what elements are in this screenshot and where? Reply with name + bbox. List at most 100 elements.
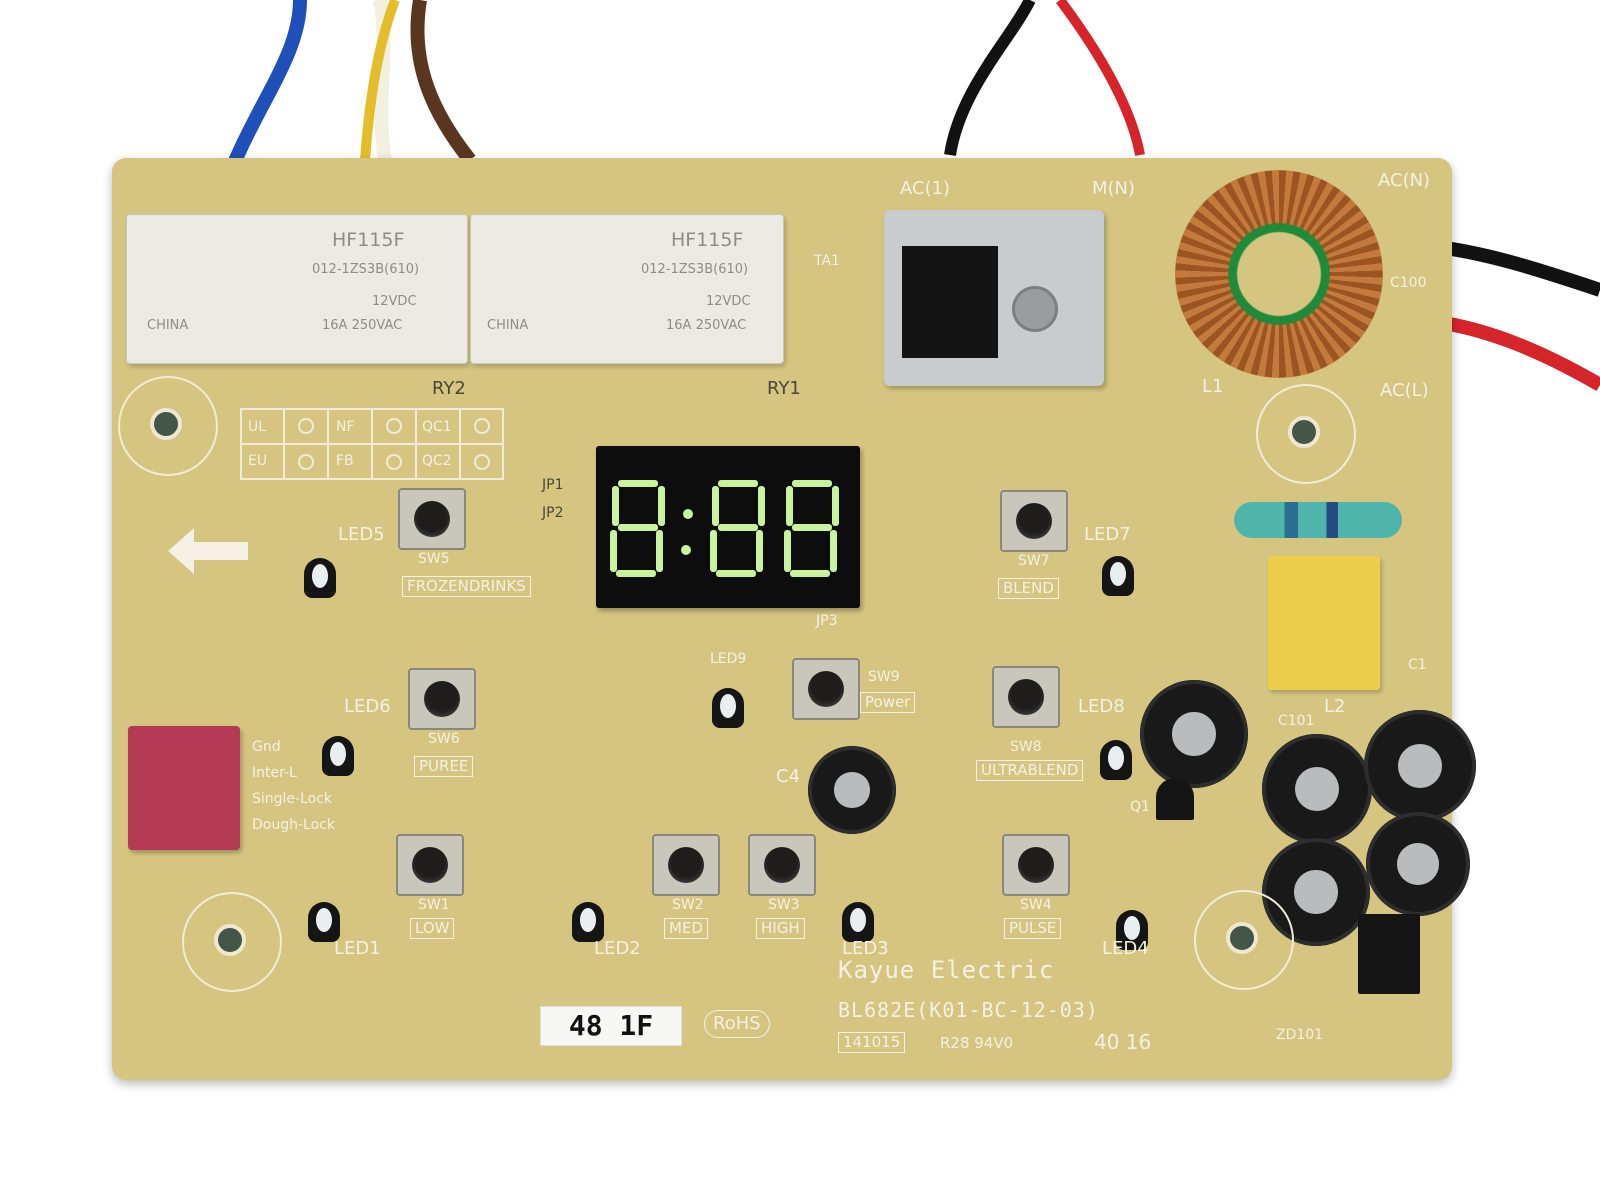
- designator-jp2: JP2: [542, 505, 564, 521]
- config-qc2: QC2: [422, 453, 452, 469]
- sw6-button[interactable]: [408, 668, 476, 730]
- connector-pin-single: Single-Lock: [252, 791, 333, 807]
- sw1-button[interactable]: [396, 834, 464, 896]
- designator-c4: C4: [776, 766, 801, 787]
- designator-ac1: AC(1): [900, 178, 951, 199]
- mount-hole-ring-bl: [182, 892, 282, 992]
- capacitor-c4: [808, 746, 896, 834]
- mount-hole-br: [1226, 922, 1258, 954]
- mount-hole-bl: [214, 924, 246, 956]
- designator-l2: L2: [1324, 696, 1346, 717]
- transistor-q1: [1156, 778, 1194, 820]
- designator-acl: AC(L): [1380, 380, 1429, 401]
- arrow-left-icon: [168, 528, 248, 574]
- relay-rating: 16A 250VAC: [322, 318, 403, 333]
- toroid-inductor: [1175, 170, 1383, 378]
- config-qc1: QC1: [422, 419, 452, 435]
- connector-pin-dough: Dough-Lock: [252, 817, 335, 833]
- sw2-ref: SW2: [672, 897, 704, 913]
- rohs-mark: RoHS: [704, 1010, 770, 1038]
- config-table-grid: [240, 408, 504, 480]
- mount-hole-ring-br: [1194, 890, 1294, 990]
- circuit-board: HF115F 012-1ZS3B(610) 12VDC 16A 250VAC C…: [112, 158, 1476, 1080]
- triac: [902, 246, 998, 358]
- sw6-ref: SW6: [428, 731, 460, 747]
- designator-mn: M(N): [1092, 178, 1136, 199]
- led6-label: LED6: [344, 696, 391, 717]
- ic-chip: [1358, 914, 1420, 994]
- stamp-code: 40 16: [1094, 1030, 1152, 1054]
- relay-coil: 12VDC: [372, 294, 417, 309]
- resistor: [1234, 502, 1402, 538]
- display-digits: [610, 480, 839, 577]
- sw8-label: ULTRABLEND: [976, 760, 1084, 781]
- sw7-label: BLEND: [998, 578, 1059, 599]
- sw4-label: PULSE: [1004, 918, 1062, 939]
- sw9-label: Power: [860, 692, 916, 713]
- sw4-button[interactable]: [1002, 834, 1070, 896]
- led6: [322, 736, 354, 776]
- sw4-ref: SW4: [1020, 897, 1052, 913]
- designator-ry1: RY1: [767, 378, 801, 399]
- designator-ry2: RY2: [432, 378, 466, 399]
- relay-origin: CHINA: [147, 318, 189, 333]
- sw7-button[interactable]: [1000, 490, 1068, 552]
- led2-label: LED2: [594, 938, 641, 959]
- led7-label: LED7: [1084, 524, 1131, 545]
- config-fb: FB: [336, 453, 354, 469]
- capacitor-large-5: [1366, 812, 1470, 916]
- seven-segment-display: [596, 446, 860, 608]
- x-capacitor: [1268, 556, 1380, 690]
- relay-coil: 12VDC: [706, 294, 751, 309]
- designator-c100: C100: [1390, 275, 1427, 291]
- capacitor-large-2: [1262, 734, 1372, 844]
- sw5-button[interactable]: [398, 488, 466, 550]
- relay-ry2: HF115F 012-1ZS3B(610) 12VDC 16A 250VAC C…: [126, 214, 468, 364]
- led8-label: LED8: [1078, 696, 1125, 717]
- relay-part: 012-1ZS3B(610): [312, 262, 420, 277]
- sw2-button[interactable]: [652, 834, 720, 896]
- handwritten-tag: 48 1F: [540, 1006, 682, 1046]
- led5: [304, 558, 336, 598]
- relay-rating: 16A 250VAC: [666, 318, 747, 333]
- capacitor-large-3: [1364, 710, 1476, 822]
- led9: [712, 688, 744, 728]
- mount-hole-ring-tr: [1256, 384, 1356, 484]
- sw9-button[interactable]: [792, 658, 860, 720]
- designator-acn: AC(N): [1378, 170, 1431, 191]
- led1: [308, 902, 340, 942]
- date-code: 141015: [838, 1032, 906, 1053]
- sw7-ref: SW7: [1018, 553, 1050, 569]
- designator-l1: L1: [1202, 376, 1224, 397]
- designator-jp3: JP3: [816, 613, 838, 629]
- connector-pin-gnd: Gnd: [252, 739, 281, 755]
- relay-origin: CHINA: [487, 318, 529, 333]
- led8: [1100, 740, 1132, 780]
- led3: [842, 902, 874, 942]
- mount-hole-ring-tl: [118, 376, 218, 476]
- sw8-button[interactable]: [992, 666, 1060, 728]
- sw3-button[interactable]: [748, 834, 816, 896]
- capacitor-large-1: [1140, 680, 1248, 788]
- relay-brand: HF115F: [332, 229, 405, 251]
- designator-jp1: JP1: [542, 477, 564, 493]
- relay-ry1: HF115F 012-1ZS3B(610) 12VDC 16A 250VAC C…: [470, 214, 784, 364]
- led7: [1102, 556, 1134, 596]
- manufacturer-name: Kayue Electric: [838, 956, 1055, 984]
- heatsink-bolt-icon: [1012, 286, 1058, 332]
- led9-label: LED9: [710, 651, 747, 667]
- led5-label: LED5: [338, 524, 385, 545]
- designator-q1: Q1: [1130, 799, 1150, 815]
- sw5-ref: SW5: [418, 551, 450, 567]
- pink-connector: [128, 726, 240, 850]
- mount-hole-tr: [1288, 416, 1320, 448]
- relay-part: 012-1ZS3B(610): [641, 262, 749, 277]
- led1-label: LED1: [334, 938, 381, 959]
- config-eu: EU: [248, 453, 268, 469]
- led2: [572, 902, 604, 942]
- sw3-label: HIGH: [756, 918, 805, 939]
- sw1-label: LOW: [410, 918, 455, 939]
- rating-mark: R28 94V0: [940, 1034, 1014, 1052]
- model-number: BL682E(K01-BC-12-03): [838, 998, 1099, 1022]
